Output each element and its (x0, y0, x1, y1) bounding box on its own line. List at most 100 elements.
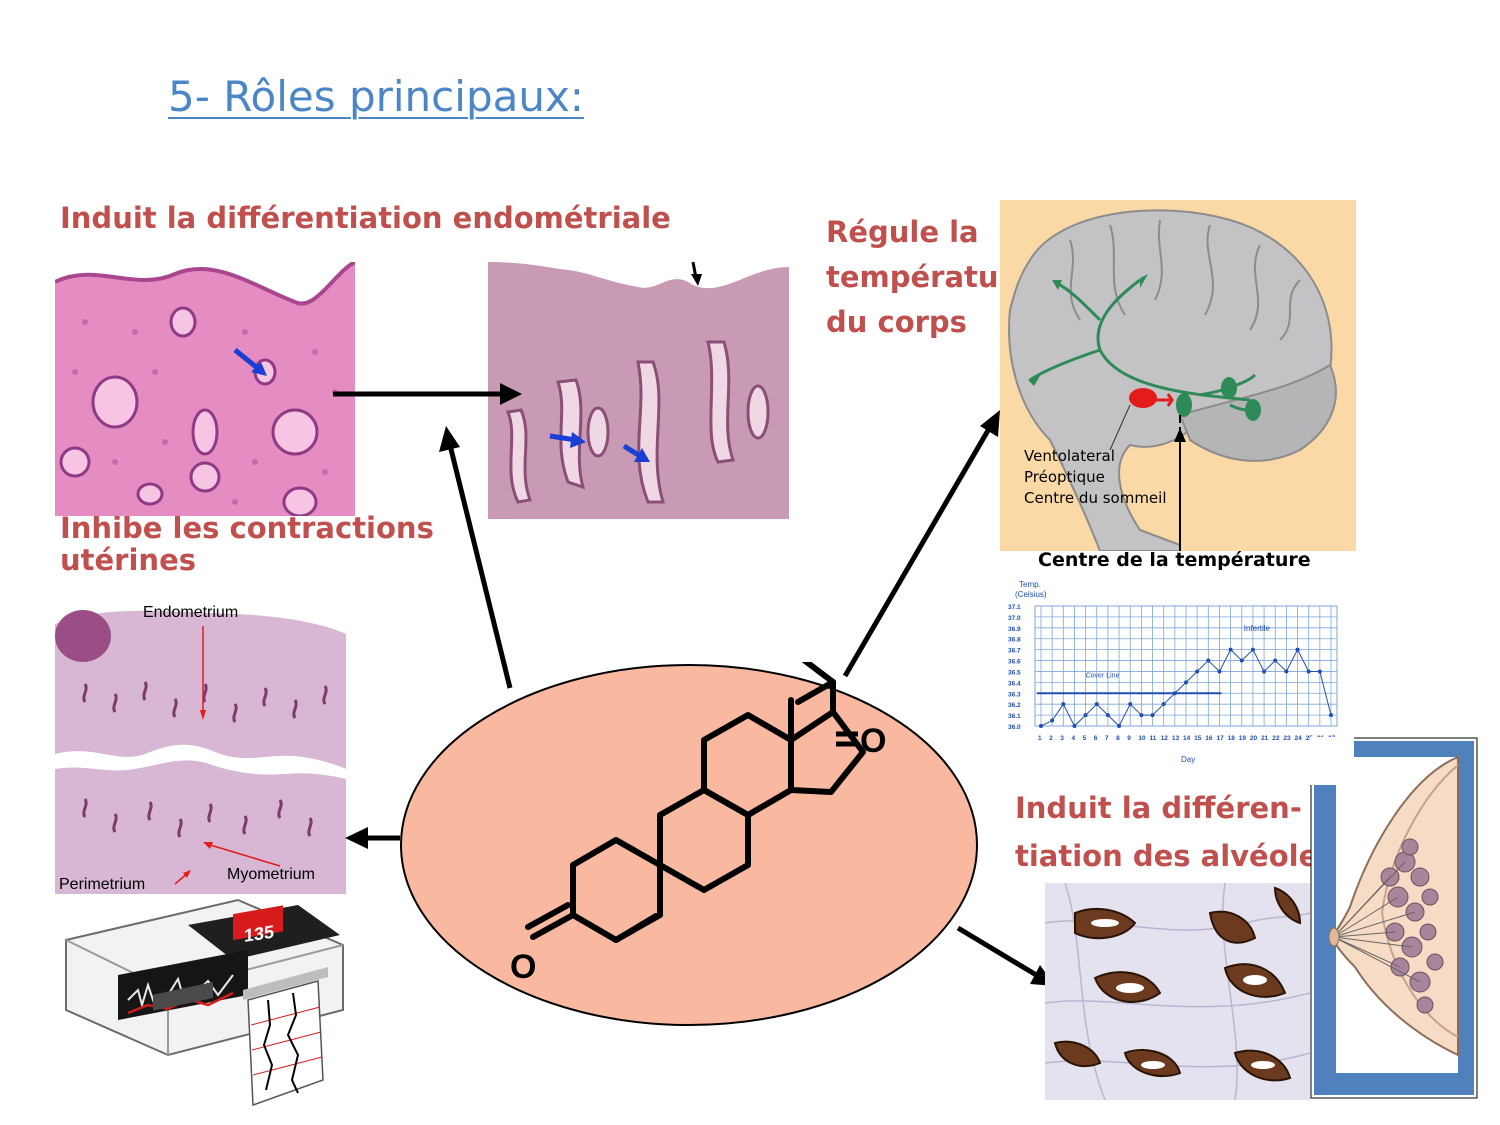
chart-ytick-label: 36.0 (1008, 724, 1021, 731)
chart-xtick-label: 19 (1239, 735, 1247, 742)
chart-xtick-label: 18 (1228, 735, 1236, 742)
molecule-oxygen-ring: O (510, 948, 536, 986)
brain-label-ventolateral: Ventolateral (1024, 447, 1115, 465)
chart-xtick-label: 10 (1138, 735, 1146, 742)
chart-ytick-label: 36.9 (1008, 626, 1021, 633)
brain-label-preoptique: Préoptique (1024, 468, 1105, 486)
temperature-center-label: Centre de la température (1038, 549, 1311, 571)
slide-title: 5- Rôles principaux: (168, 72, 584, 121)
role-temperature-line-3: du corps (826, 305, 967, 339)
chart-point (1306, 669, 1311, 674)
role-alveoles-label: Induit la différen- tiation des alvéoles (1015, 784, 1336, 880)
arrow-ellipse-to-brain (842, 425, 993, 678)
chart-point (1128, 702, 1133, 707)
chart-xtick-label: 13 (1172, 735, 1180, 742)
blue-arrow-icon (233, 348, 262, 372)
endometrium-histology-after (488, 262, 789, 519)
chart-point (1273, 658, 1278, 663)
chart-point (1083, 713, 1088, 718)
chart-cover-line-label: Cover Line (1086, 672, 1120, 679)
chart-ytick-label: 37.1 (1008, 604, 1021, 611)
chart-point (1172, 691, 1177, 696)
progesterone-structure (525, 662, 866, 943)
temperature-center-arrow (1174, 428, 1186, 550)
role-contractions-line-1: Inhibe les contractions (60, 511, 434, 545)
chart-point (1195, 669, 1200, 674)
chart-xtick-label: 24 (1295, 735, 1303, 742)
chart-annotation-infertile: Infertile (1244, 624, 1271, 633)
blue-arrow-icon-2 (622, 443, 642, 459)
chart-xtick-label: 1 (1038, 735, 1042, 742)
uterus-endometrium-label: Endometrium (143, 604, 239, 621)
chart-xtick-label: 17 (1216, 735, 1224, 742)
chart-point (1217, 669, 1222, 674)
chart-xtick-label: 9 (1127, 735, 1131, 742)
chart-point (1206, 658, 1211, 663)
chart-xtick-label: 22 (1272, 735, 1280, 742)
chart-ylabel-line-2: (Celsius) (1015, 590, 1047, 599)
uterus-histology: Endometrium Perimetrium Myometrium (55, 604, 346, 894)
role-temperature-line-2: température (826, 260, 1033, 294)
monitor-display-value: 135 (244, 922, 274, 946)
chart-point (1039, 724, 1043, 728)
role-contractions-label: Inhibe les contractions utérines (60, 512, 434, 576)
chart-point (1150, 713, 1155, 718)
chart-point (1050, 718, 1055, 723)
chart-point (1228, 647, 1233, 652)
brain-illustration: Ventolateral Préoptique Centre du sommei… (1000, 200, 1356, 552)
chart-point (1105, 713, 1110, 718)
breast-anatomy-illustration (1310, 737, 1478, 1099)
chart-xtick-label: 16 (1205, 735, 1213, 742)
molecule-oxygen-ketone: O (860, 722, 886, 760)
brain-labels: Ventolateral Préoptique Centre du sommei… (1024, 446, 1167, 509)
chart-point (1061, 702, 1066, 707)
chart-point (1161, 702, 1166, 707)
role-alveoles-line-1: Induit la différen- (1015, 791, 1302, 825)
chart-xtick-label: 25 (1306, 735, 1314, 742)
chart-point (1239, 658, 1244, 663)
chart-ytick-label: 36.7 (1008, 648, 1021, 655)
chart-xtick-label: 23 (1283, 735, 1291, 742)
chart-xtick-label: 20 (1250, 735, 1258, 742)
chart-point (1250, 647, 1255, 652)
chart-xtick-label: 4 (1071, 735, 1075, 742)
chart-xtick-label: 7 (1105, 735, 1109, 742)
chart-point (1262, 669, 1267, 674)
uterus-myometrium-label: Myometrium (227, 866, 316, 883)
chart-point (1184, 680, 1188, 685)
uterus-perimetrium-label: Perimetrium (59, 876, 146, 893)
endometrium-histology-before (55, 262, 355, 516)
role-endometrial-label: Induit la différentiation endométriale (60, 201, 671, 235)
chart-xtick-label: 2 (1049, 735, 1053, 742)
chart-point (1295, 647, 1300, 652)
role-temperature-line-1: Régule la (826, 215, 979, 249)
chart-point (1072, 724, 1077, 728)
chart-xtick-label: 15 (1194, 735, 1202, 742)
chart-ylabel-line-1: Temp. (1019, 580, 1041, 589)
chart-point (1284, 669, 1289, 674)
chart-xtick-label: 12 (1161, 735, 1169, 742)
role-temperature-label: Régule la température du corps (826, 210, 1033, 345)
role-alveoles-line-2: tiation des alvéoles (1015, 839, 1336, 873)
chart-xtick-label: 21 (1261, 735, 1269, 742)
chart-point (1329, 713, 1333, 718)
chart-xtick-label: 5 (1083, 735, 1087, 742)
chart-ytick-label: 36.4 (1008, 680, 1021, 687)
basal-temperature-chart: Temp. (Celsius) 37.137.036.936.836.736.6… (1008, 580, 1338, 773)
chart-xtick-label: 14 (1183, 735, 1191, 742)
chart-ytick-label: 36.8 (1008, 637, 1021, 644)
chart-point (1317, 669, 1322, 674)
chart-ytick-label: 36.3 (1008, 691, 1021, 698)
chart-point (1094, 702, 1099, 707)
chart-xtick-label: 11 (1150, 735, 1157, 742)
chart-ytick-label: 37.0 (1008, 615, 1021, 622)
chart-ytick-label: 36.5 (1008, 669, 1021, 676)
chart-point (1117, 724, 1122, 728)
chart-xtick-label: 3 (1060, 735, 1064, 742)
progesterone-ellipse: O O (400, 662, 978, 1026)
chart-ytick-label: 36.1 (1008, 713, 1021, 720)
chart-ytick-label: 36.2 (1008, 702, 1021, 709)
ctg-monitor-illustration: 135 (58, 895, 348, 1110)
mammary-histology (1045, 883, 1310, 1100)
chart-xlabel: Day (1181, 755, 1195, 764)
